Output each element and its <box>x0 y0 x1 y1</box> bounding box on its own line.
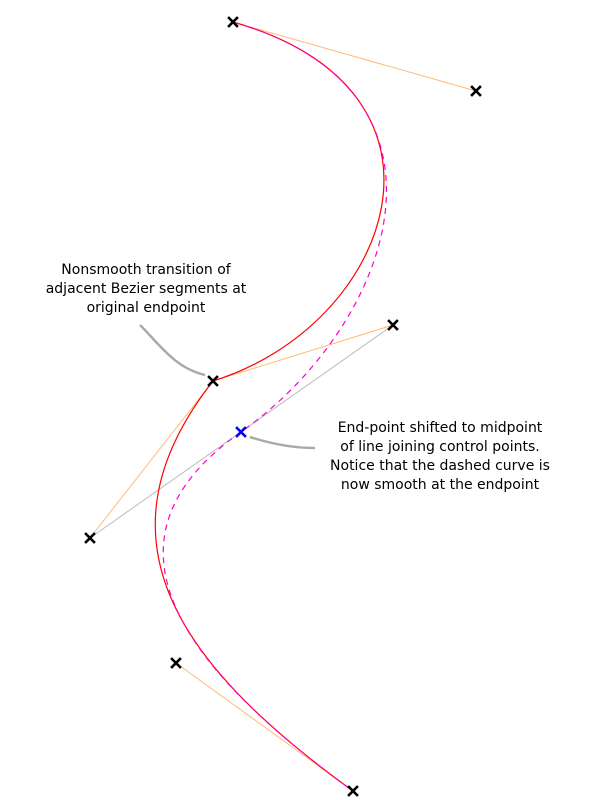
original-upper-segment <box>212 21 385 382</box>
annotation-line: End-point shifted to midpoint <box>337 420 543 436</box>
smoothed-bezier-curve <box>162 21 387 792</box>
original-bezier-curve <box>154 21 385 792</box>
annotation-line: adjacent Bezier segments at <box>45 281 247 297</box>
x-mark-icon <box>347 785 359 797</box>
control-handles <box>89 21 477 792</box>
x-mark-icon <box>84 532 96 544</box>
x-mark-icon <box>170 657 182 669</box>
x-mark-icon <box>235 426 247 438</box>
annotation-leaders <box>139 324 316 450</box>
annotation-line: of line joining control points. <box>340 439 540 455</box>
annotation-line: now smooth at the endpoint <box>340 477 540 493</box>
annotation-line: original endpoint <box>86 300 206 316</box>
x-mark-icon <box>207 375 219 387</box>
control-handle-mid-left <box>89 380 214 539</box>
x-mark-icon <box>387 319 399 331</box>
control-points <box>84 16 482 797</box>
leader-line-nonsmooth <box>139 324 206 377</box>
x-mark-icon <box>227 16 239 28</box>
annotation-nonsmooth-transition: Nonsmooth transition of adjacent Bezier … <box>16 261 276 318</box>
leader-line-shifted <box>249 435 316 450</box>
smoothed-upper-segment <box>232 21 387 433</box>
smoothed-lower-segment <box>162 431 354 792</box>
control-handle-mid-right <box>212 324 394 382</box>
annotation-line: Notice that the dashed curve is <box>330 458 550 474</box>
shifted-endpoint-marker <box>235 426 247 438</box>
annotation-line: Nonsmooth transition of <box>61 262 231 278</box>
x-mark-icon <box>470 85 482 97</box>
control-handle-top <box>232 21 477 92</box>
annotation-shifted-endpoint: End-point shifted to midpoint of line jo… <box>300 419 580 495</box>
